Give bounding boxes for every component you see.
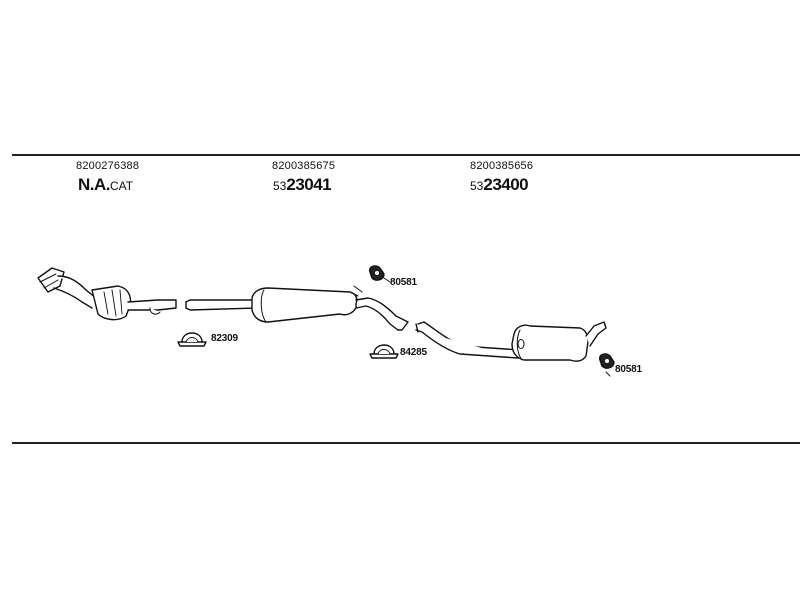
- hanger-label-1: 80581: [390, 277, 417, 288]
- bottom-divider: [12, 442, 800, 444]
- clamp-icon-2: [369, 344, 399, 359]
- hanger-icon-1: [368, 265, 391, 283]
- catalytic-converter: [37, 267, 177, 321]
- middle-silencer: [185, 285, 409, 331]
- hanger-icon-2: [598, 353, 615, 377]
- part-code-main: 23041: [286, 175, 332, 194]
- part-code-main: N.A.: [78, 175, 111, 194]
- part-code-suffix: CAT: [110, 179, 134, 193]
- part-code-rear-silencer: 5323400: [470, 175, 529, 195]
- oem-number-rear-silencer: 8200385656: [470, 160, 534, 172]
- part-code-prefix: 53: [470, 179, 484, 193]
- oem-number-middle-silencer: 8200385675: [272, 160, 336, 172]
- clamp-label-1: 82309: [211, 333, 238, 344]
- hanger-label-2: 80581: [615, 364, 642, 375]
- clamp-icon-1: [177, 332, 207, 347]
- part-code-prefix: 53: [273, 179, 287, 193]
- part-code-main: 23400: [483, 175, 529, 194]
- part-code-catalyst: N.A.CAT: [78, 175, 133, 195]
- clamp-label-2: 84285: [400, 347, 427, 358]
- top-divider: [12, 154, 800, 156]
- oem-number-catalyst: 8200276388: [76, 160, 140, 172]
- rear-silencer: [415, 321, 607, 362]
- part-code-middle-silencer: 5323041: [273, 175, 332, 195]
